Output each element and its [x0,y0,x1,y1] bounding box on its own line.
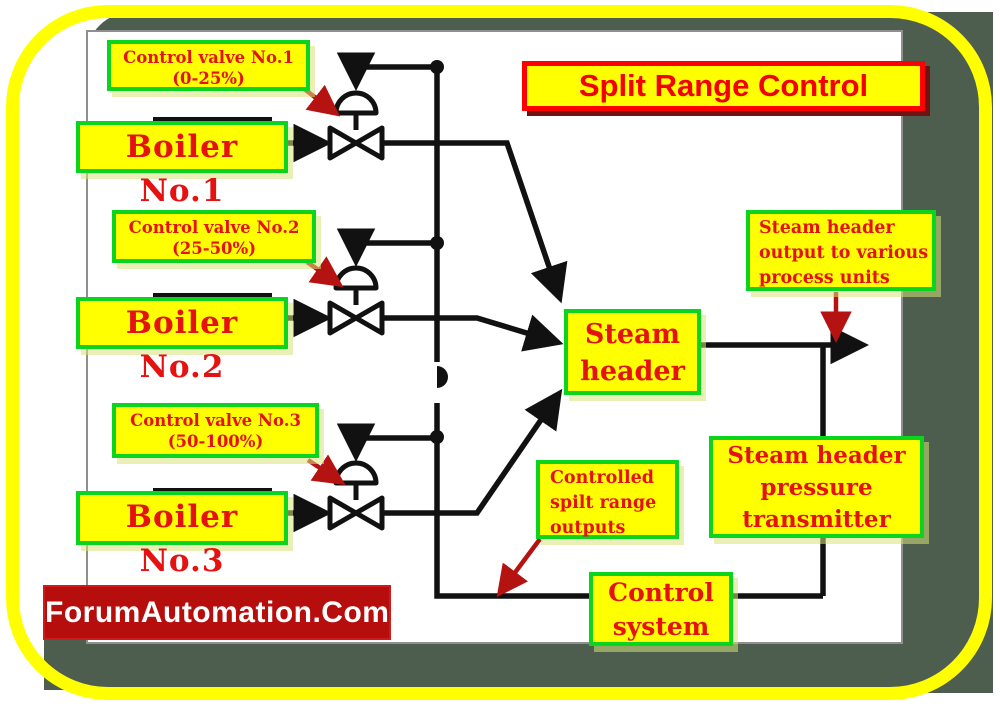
label-steam-header: Steam header [564,309,701,395]
valve-body-icon [327,495,359,531]
label-control-valve-1: Control valve No.1 (0-25%) [107,40,310,91]
line-hop [437,366,448,388]
watermark-banner: ForumAutomation.Com [43,585,391,640]
label-control-valve-2: Control valve No.2 (25-50%) [112,210,316,263]
actuator-dome-icon [333,265,379,291]
label-steam-header-output: Steam header output to various process u… [746,210,936,291]
actuator-dome-icon [333,460,379,486]
control-valve-3-symbol [327,460,385,531]
label-boiler-3: Boiler No.3 [76,491,288,579]
junction-dots [430,60,444,444]
label-controlled-outputs: Controlled spilt range outputs [536,460,679,539]
control-valve-2-symbol [327,265,385,336]
boiler1-top-bar [153,117,272,123]
pointer-arrows [301,84,852,598]
valve-body-icon [327,125,359,161]
valve-body-icon [327,300,359,336]
actuator-dome-icon [333,90,379,116]
boiler2-top-bar [153,293,272,299]
label-control-system: Control system [589,572,733,646]
label-boiler-1: Boiler No.1 [76,121,288,209]
label-pressure-transmitter: Steam header pressure transmitter [709,436,924,538]
control-valve-1-symbol [327,90,385,161]
label-control-valve-3: Control valve No.3 (50-100%) [112,403,319,458]
steam-lines [287,123,869,533]
diagram-title: Split Range Control [522,61,925,111]
rounded-yellow-frame [6,5,992,700]
label-boiler-2: Boiler No.2 [76,297,288,385]
